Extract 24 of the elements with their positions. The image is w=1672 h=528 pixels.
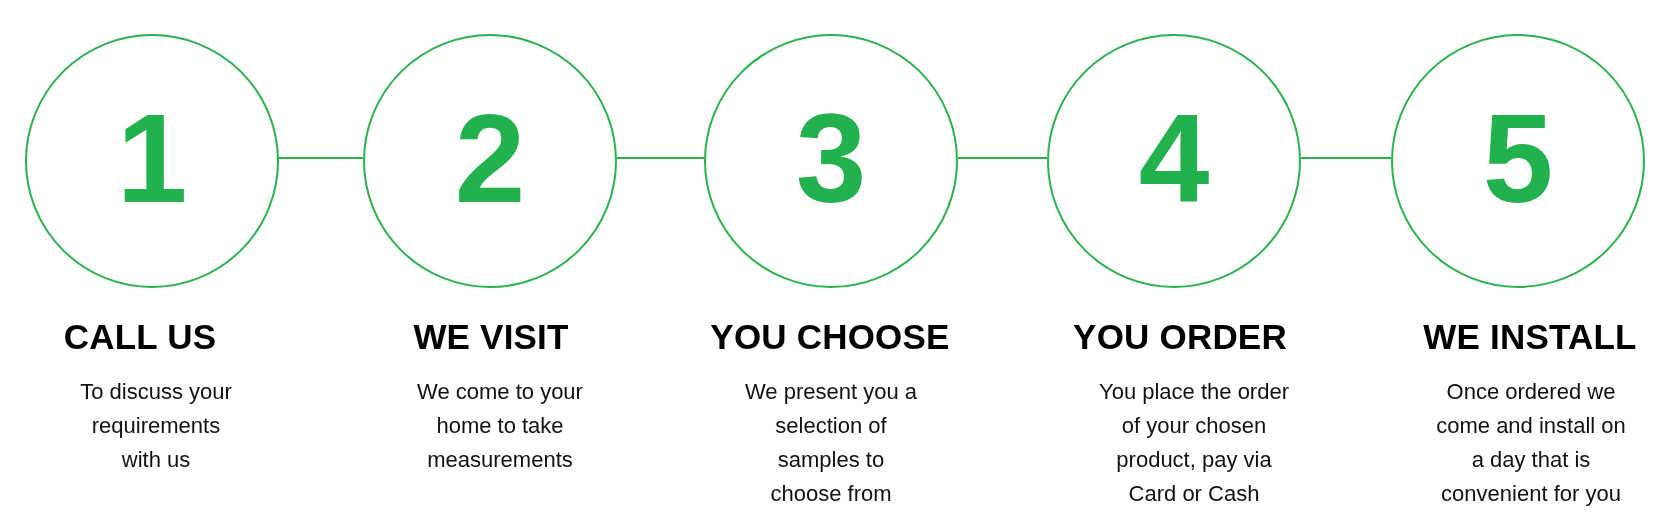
step-heading: YOU ORDER [1073, 317, 1287, 357]
step-circle [363, 34, 617, 288]
step-heading: YOU CHOOSE [710, 317, 950, 357]
step-heading: WE VISIT [413, 317, 569, 357]
connector-line [956, 157, 1049, 159]
step-number: 3 [795, 111, 867, 207]
step-description: We come to your home to take measurements [416, 378, 584, 474]
step-circle [704, 34, 958, 288]
connector-line [277, 157, 365, 159]
step-number: 2 [454, 111, 526, 207]
connector-line [1299, 157, 1393, 159]
step-heading: CALL US [63, 317, 217, 357]
step-description: We present you a selection of samples to choose from [744, 378, 918, 508]
step-circle [25, 34, 279, 288]
connector-line [615, 157, 706, 159]
step-circle [1391, 34, 1645, 288]
step-heading: WE INSTALL [1423, 317, 1637, 357]
step-number: 1 [116, 111, 188, 207]
step-description: You place the order of your chosen product, pay via Card or Cash [1098, 378, 1290, 508]
step-circle [1047, 34, 1301, 288]
step-description: Once ordered we come and install on a day that is convenient for you [1435, 378, 1627, 508]
step-number: 4 [1138, 111, 1210, 207]
step-number: 5 [1482, 111, 1554, 207]
step-description: To discuss your requirements with us [79, 378, 233, 474]
